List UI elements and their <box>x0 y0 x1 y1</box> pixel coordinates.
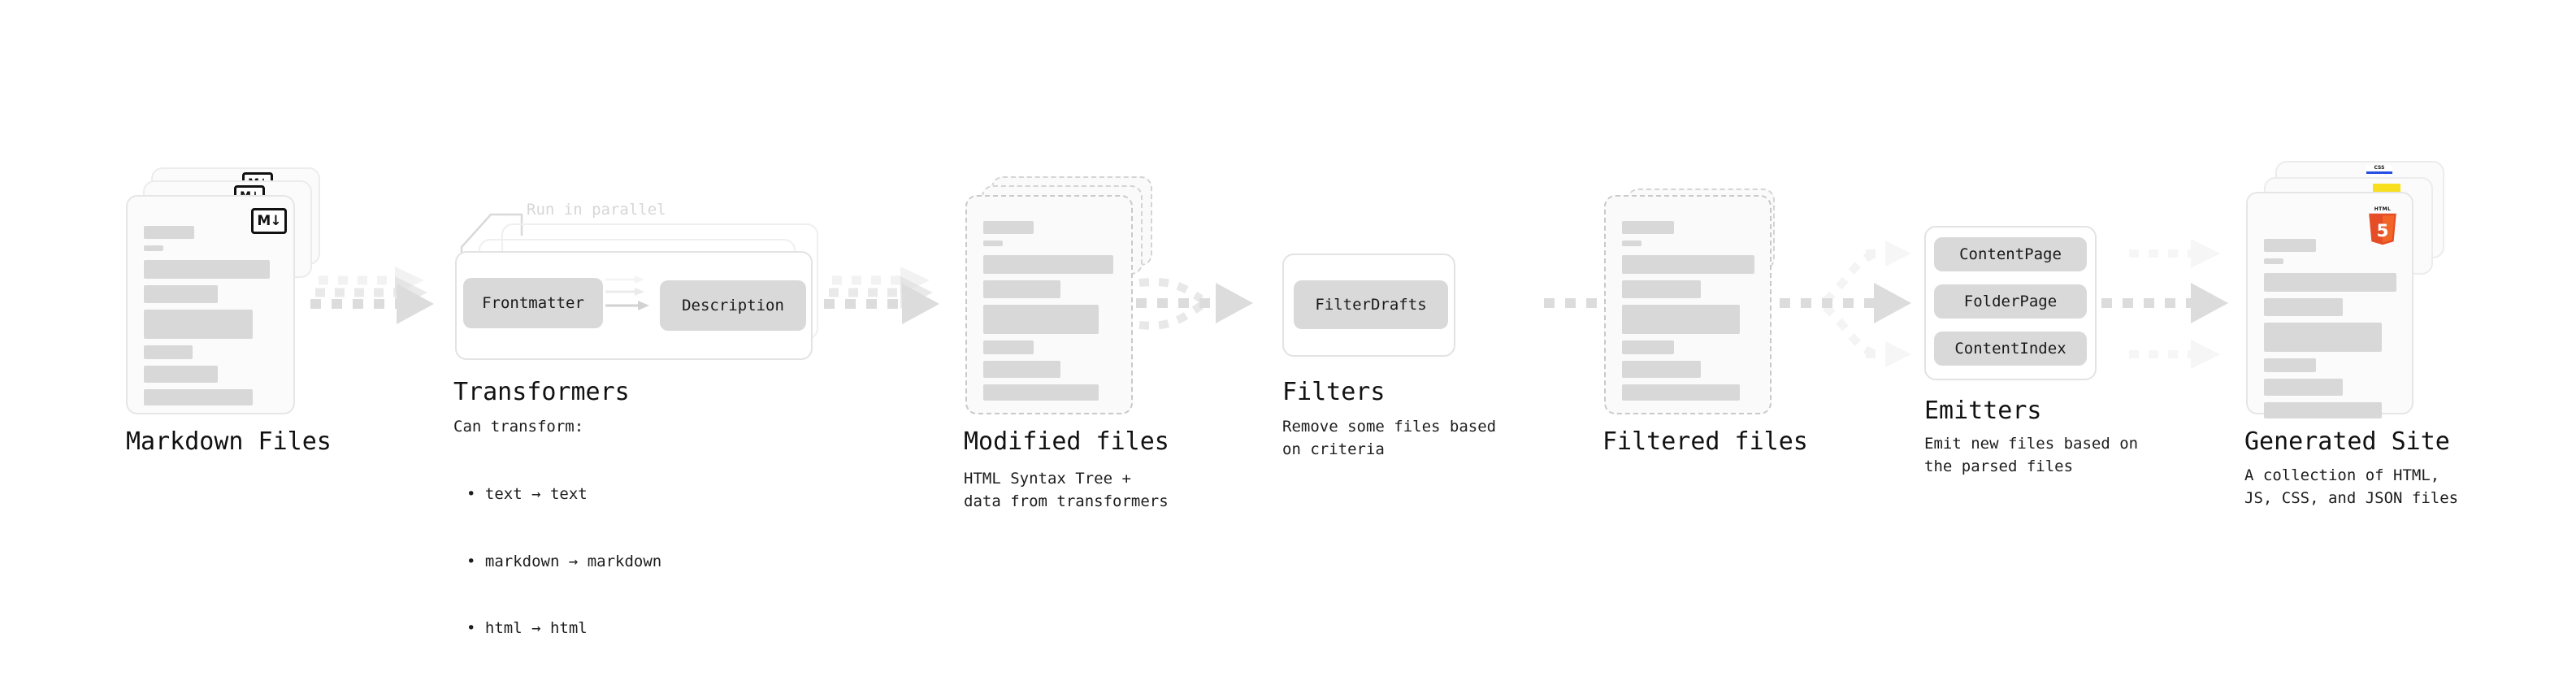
bar <box>983 305 1099 334</box>
emitter-chip-folderpage[interactable]: FolderPage <box>1934 284 2087 319</box>
transformer-inner-arrows <box>605 275 649 310</box>
bar <box>144 366 218 383</box>
bar <box>983 340 1034 354</box>
site-card-bars <box>2248 193 2412 418</box>
filtered-card-bars <box>1606 197 1770 401</box>
generated-site-title: Generated Site <box>2244 427 2450 456</box>
emitter-chip-contentpage-label: ContentPage <box>1959 245 2062 263</box>
bar <box>983 221 1034 234</box>
transformers-title: Transformers <box>453 378 630 406</box>
transformers-bullets: • text → text • markdown → markdown • ht… <box>466 439 661 685</box>
svg-text:HTML: HTML <box>2374 206 2392 212</box>
emitters-subtitle: Emit new files based on the parsed files <box>1924 435 2139 475</box>
bar <box>2264 298 2343 316</box>
filtered-files-card <box>1604 195 1772 414</box>
emitter-chip-contentpage[interactable]: ContentPage <box>1934 237 2087 271</box>
bar <box>1622 241 1641 246</box>
bar <box>2264 323 2382 352</box>
markdown-files-title: Markdown Files <box>126 427 332 456</box>
bar <box>144 310 253 339</box>
modified-files-title: Modified files <box>964 427 1169 456</box>
emitter-chip-contentindex-label: ContentIndex <box>1954 340 2066 358</box>
bar <box>983 241 1003 246</box>
bar <box>144 226 194 239</box>
arrow-transformers-to-modified <box>824 267 939 324</box>
transformer-chip-description[interactable]: Description <box>660 280 806 331</box>
bar <box>2264 258 2283 264</box>
arrow-emitters-to-site <box>2101 239 2228 369</box>
html5-icon: HTML 5 <box>2369 206 2396 245</box>
transformer-chip-frontmatter-label: Frontmatter <box>482 294 584 312</box>
generated-site-subtitle: A collection of HTML, JS, CSS, and JSON … <box>2244 466 2459 507</box>
filters-subtitle: Remove some files based on criteria <box>1282 418 1497 458</box>
bar <box>144 285 218 303</box>
css-icon-underline <box>2366 171 2392 174</box>
transformers-bullet: • text → text <box>466 485 588 504</box>
emitter-chip-contentindex[interactable]: ContentIndex <box>1934 332 2087 366</box>
modified-files-card <box>965 195 1133 414</box>
bar <box>1622 361 1701 378</box>
bar <box>1622 221 1674 234</box>
transformer-chip-description-label: Description <box>682 297 784 314</box>
bar <box>983 384 1099 401</box>
bar <box>1622 255 1754 274</box>
generated-site-card: HTML 5 <box>2246 192 2413 418</box>
bar <box>2264 273 2396 292</box>
bar <box>983 280 1060 298</box>
bar <box>1622 384 1740 401</box>
bar <box>2264 402 2382 418</box>
modified-files-subtitle: HTML Syntax Tree + data from transformer… <box>964 470 1169 510</box>
bar <box>144 260 270 279</box>
bar <box>2264 358 2316 372</box>
bar <box>983 361 1060 378</box>
emitter-chip-folderpage-label: FolderPage <box>1963 293 2058 310</box>
arrow-filtered-to-emitters <box>1780 241 1911 367</box>
filter-chip-filterdrafts[interactable]: FilterDrafts <box>1294 280 1448 329</box>
markdown-files-card: M↓ <box>126 195 295 414</box>
bar <box>2264 239 2316 252</box>
modified-card-bars <box>967 197 1131 401</box>
transformer-chip-frontmatter[interactable]: Frontmatter <box>463 278 603 328</box>
bar <box>983 255 1113 274</box>
transformers-bullet: • markdown → markdown <box>466 552 662 570</box>
bar <box>144 245 163 251</box>
filtered-files-title: Filtered files <box>1602 427 1808 456</box>
transformers-subtitle: Can transform: <box>453 418 584 436</box>
bar <box>144 389 253 405</box>
bar <box>144 345 193 359</box>
css-icon: CSS <box>2366 166 2392 176</box>
arrow-markdown-to-transformers <box>310 267 434 324</box>
markdown-card-bars <box>128 197 293 405</box>
css-icon-label: CSS <box>2374 165 2385 171</box>
run-in-parallel-label: Run in parallel <box>527 201 666 219</box>
filters-title: Filters <box>1282 378 1386 406</box>
bar <box>2264 379 2343 396</box>
arrow-modified-to-filters <box>1136 278 1253 330</box>
transformers-bullet: • html → html <box>466 619 588 638</box>
svg-text:5: 5 <box>2376 221 2388 241</box>
bar <box>1622 305 1740 334</box>
filter-chip-filterdrafts-label: FilterDrafts <box>1315 296 1427 314</box>
emitters-title: Emitters <box>1924 397 2042 425</box>
bar <box>1622 280 1701 298</box>
markdown-icon: M↓ <box>251 208 287 234</box>
bar <box>1622 340 1674 354</box>
